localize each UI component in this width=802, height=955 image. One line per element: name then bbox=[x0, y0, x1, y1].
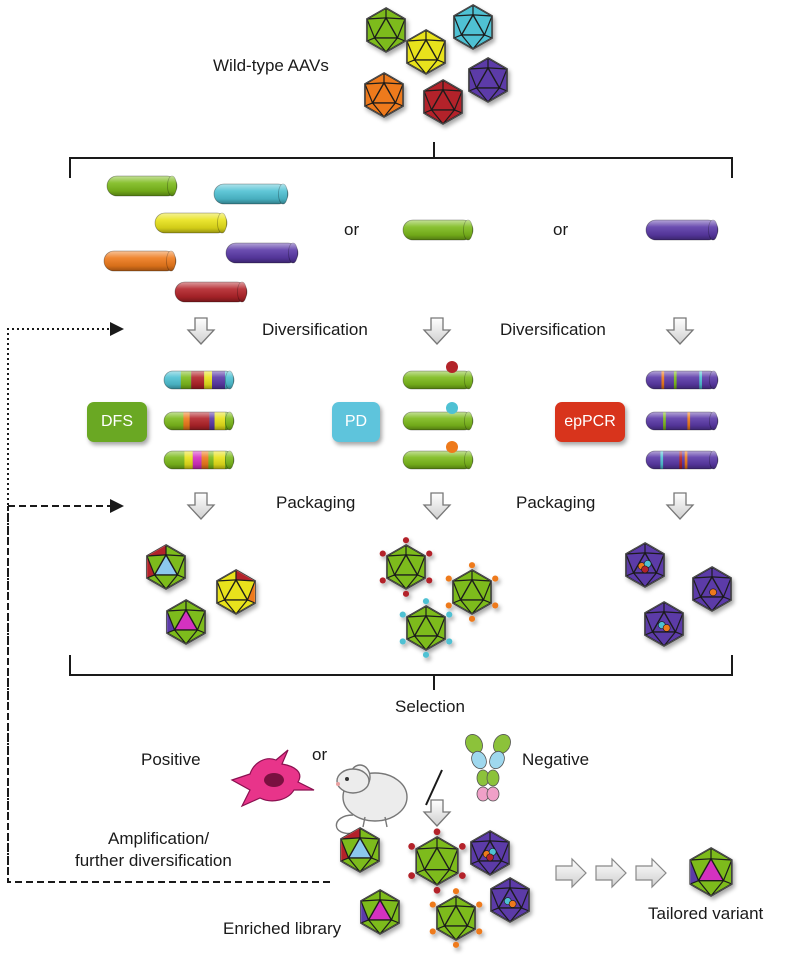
gene-cyan bbox=[213, 183, 289, 205]
down-arrow-icon bbox=[665, 317, 695, 345]
down-arrow-icon bbox=[186, 492, 216, 520]
wild-type-label: Wild-type AAVs bbox=[213, 56, 329, 75]
diversification-label-1: Diversification bbox=[262, 320, 368, 339]
amplification-label-line2: further diversification bbox=[75, 851, 232, 870]
peptide-dot bbox=[446, 361, 458, 373]
pd-badge: PD bbox=[332, 402, 380, 442]
cell-icon bbox=[230, 749, 315, 808]
tailored-variant-capsid bbox=[689, 847, 733, 897]
mutant-gene-3 bbox=[645, 450, 719, 470]
gene-purple-eppcr bbox=[645, 219, 719, 241]
peptide-gene-2 bbox=[402, 411, 474, 431]
chimeric-capsid-1 bbox=[146, 544, 186, 590]
shuffled-gene-2 bbox=[163, 411, 235, 431]
mutant-capsid-1 bbox=[625, 542, 665, 588]
amplification-label-line1: Amplification/ bbox=[108, 829, 210, 848]
peptide-dot bbox=[446, 402, 458, 414]
bottom-bracket bbox=[69, 655, 733, 690]
down-arrow-icon bbox=[665, 492, 695, 520]
diversification-label-2: Diversification bbox=[500, 320, 606, 339]
dashed-feedback-line bbox=[7, 499, 330, 883]
right-arrow-icon bbox=[555, 857, 587, 889]
mutant-capsid-3 bbox=[644, 601, 684, 647]
mutant-capsid-2 bbox=[692, 566, 732, 612]
wild-type-capsid-green bbox=[366, 7, 406, 53]
or-label-3: or bbox=[312, 745, 328, 764]
mutant-gene-2 bbox=[645, 411, 719, 431]
enriched-capsid-chimeric-1 bbox=[340, 827, 380, 873]
enriched-capsid-mutant-2 bbox=[490, 877, 530, 923]
or-label-1: or bbox=[344, 220, 360, 239]
enriched-capsid-mutant-1 bbox=[470, 830, 510, 876]
progress-arrows bbox=[555, 857, 667, 889]
antibody-icon bbox=[465, 734, 511, 802]
wild-type-capsid-orange bbox=[364, 72, 404, 118]
positive-label: Positive bbox=[141, 750, 201, 769]
gene-green-pd bbox=[402, 219, 474, 241]
dfs-badge: DFS bbox=[87, 402, 147, 442]
shuffled-gene-3 bbox=[163, 450, 235, 470]
peptide-gene-3 bbox=[402, 450, 474, 470]
packaging-label-1: Packaging bbox=[276, 493, 356, 512]
or-label-2: or bbox=[553, 220, 569, 239]
mouse-icon bbox=[335, 764, 408, 835]
down-arrow-icon bbox=[422, 317, 452, 345]
gene-green bbox=[106, 175, 178, 197]
wild-type-capsid-red bbox=[423, 79, 463, 125]
chimeric-capsid-3 bbox=[166, 599, 206, 645]
down-arrow-icon bbox=[186, 317, 216, 345]
wild-type-capsid-purple bbox=[468, 57, 508, 103]
right-arrow-icon bbox=[635, 857, 667, 889]
wild-type-capsid-yellow bbox=[406, 29, 446, 75]
peptide-dot bbox=[446, 441, 458, 453]
down-arrow-icon bbox=[422, 799, 452, 827]
gene-purple bbox=[225, 242, 299, 264]
selection-divider bbox=[425, 769, 443, 806]
right-arrow-icon bbox=[595, 857, 627, 889]
peptide-capsid-red bbox=[379, 537, 433, 597]
peptide-capsid-cyan bbox=[399, 598, 453, 658]
tailored-variant-label: Tailored variant bbox=[648, 904, 764, 923]
enriched-capsid-chimeric-2 bbox=[360, 889, 400, 935]
chimeric-capsid-2 bbox=[216, 569, 256, 615]
peptide-gene-1 bbox=[402, 370, 474, 390]
gene-yellow bbox=[154, 212, 228, 234]
enriched-library-label: Enriched library bbox=[223, 919, 342, 938]
selection-label: Selection bbox=[395, 697, 465, 716]
negative-label: Negative bbox=[522, 750, 590, 769]
top-bracket bbox=[69, 142, 733, 178]
peptide-capsid-orange bbox=[445, 562, 499, 622]
wild-type-capsid-cyan bbox=[453, 4, 493, 50]
shuffled-gene-1 bbox=[163, 370, 235, 390]
enriched-capsid-peptide-red bbox=[408, 828, 466, 894]
gene-red bbox=[174, 281, 248, 303]
gene-orange bbox=[103, 250, 177, 272]
packaging-label-2: Packaging bbox=[516, 493, 596, 512]
eppcr-badge: epPCR bbox=[555, 402, 625, 442]
down-arrow-icon bbox=[422, 492, 452, 520]
mutant-gene-1 bbox=[645, 370, 719, 390]
enriched-capsid-peptide-orange bbox=[429, 888, 483, 948]
dotted-feedback-line bbox=[7, 322, 124, 880]
